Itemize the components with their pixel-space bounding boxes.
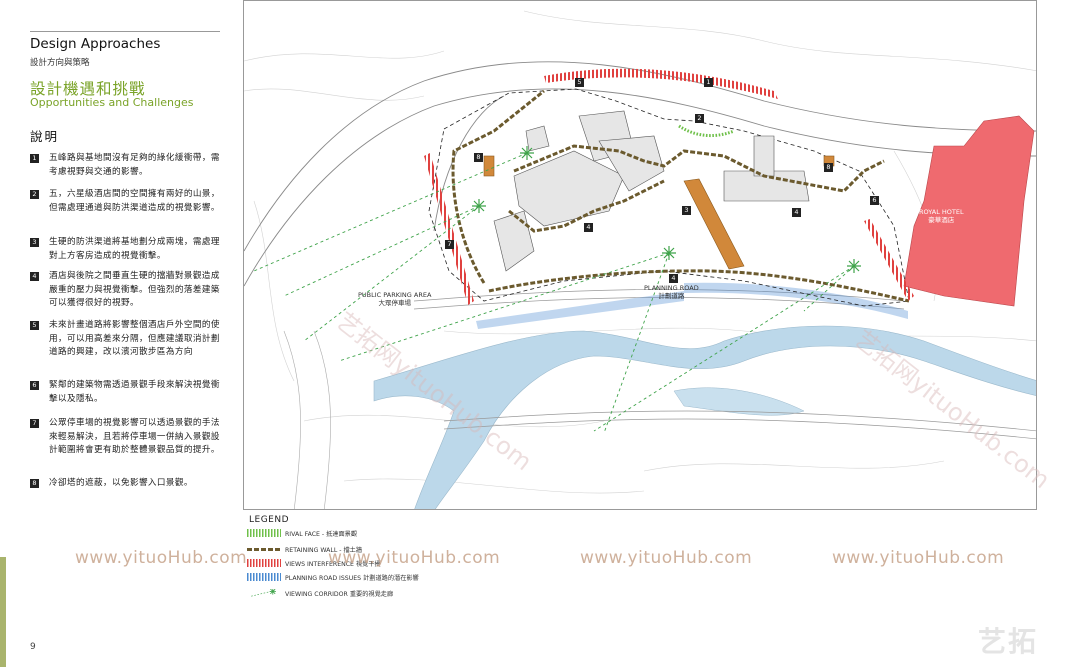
note-number: 8 <box>30 479 39 488</box>
legend-text: VIEWS INTERFERENCE 視覺干擾 <box>285 560 381 568</box>
public-parking-label-en: PUBLIC PARKING AREA <box>358 291 432 299</box>
site-plan-drawing <box>244 10 1036 509</box>
map-marker-2: 2 <box>695 114 704 123</box>
description-panel: Design Approaches 設計方向與策略 設計機遇和挑戰 Opport… <box>0 0 240 667</box>
legend-swatch-rival-face <box>247 529 281 537</box>
map-marker-4: 4 <box>792 208 801 217</box>
legend-swatch-views-interference <box>247 559 281 567</box>
legend-text: PLANNING ROAD ISSUES 計劃道路的潛在影響 <box>285 574 419 582</box>
section-title: Design Approaches <box>30 36 161 52</box>
contour-lines <box>244 10 1036 494</box>
map-marker-8: 8 <box>474 153 483 162</box>
note-number: 3 <box>30 238 39 247</box>
note-text: 緊鄰的建築物需透過景觀手段來解決視覺衝擊以及隱私。 <box>49 380 220 404</box>
opportunities-title-en: Opportunities and Challenges <box>30 96 194 109</box>
viewing-corridors <box>253 152 855 434</box>
planning-road-issue-band <box>476 282 908 329</box>
note-item: 6 緊鄰的建築物需透過景觀手段來解決視覺衝擊以及隱私。 <box>30 379 225 406</box>
legend-item: PLANNING ROAD ISSUES 計劃道路的潛在影響 <box>247 572 419 582</box>
legend-text: RIVAL FACE - 抵達面景觀 <box>285 530 358 538</box>
accent-bar <box>0 557 6 667</box>
note-number: 1 <box>30 154 39 163</box>
planning-road-label-zh: 計劃道路 <box>658 292 685 300</box>
legend-item: VIEWING CORRIDOR 重要的視覺走廊 <box>247 588 393 598</box>
map-marker-7: 7 <box>445 240 454 249</box>
royal-hotel-label-en: ROYAL HOTEL <box>919 208 964 216</box>
note-text: 酒店與後院之間垂直生硬的擋牆對景觀造成嚴重的壓力與視覺衝擊。但強烈的落差建築可以… <box>49 271 220 309</box>
site-plan-map: ROYAL HOTEL 豪華酒店 PUBLIC PARKING AREA 大眾停… <box>243 0 1037 510</box>
legend-text: RETAINING WALL - 擋土牆 <box>285 546 363 554</box>
note-text: 冷卻塔的遮蔽，以免影響入口景觀。 <box>49 478 193 488</box>
viewing-corridor-stars <box>472 146 861 273</box>
note-item: 1 五峰路與基地間沒有足夠的綠化緩衝帶，需考慮視野與交通的影響。 <box>30 152 225 179</box>
legend-item: RETAINING WALL - 擋土牆 <box>247 544 362 554</box>
public-parking-label-zh: 大眾停車場 <box>378 299 411 307</box>
rival-face-arcs <box>678 124 735 138</box>
map-marker-3: 3 <box>682 206 691 215</box>
map-marker-5: 5 <box>575 78 584 87</box>
legend-swatch-retaining-wall <box>247 547 281 551</box>
watermark-text: www.yituoHub.com <box>328 548 501 568</box>
section-subtitle: 設計方向與策略 <box>30 58 90 68</box>
watermark-logo: 艺拓 <box>978 625 1039 658</box>
map-marker-8: 8 <box>824 163 833 172</box>
note-item: 7 公眾停車場的視覺影響可以透過景觀的手法來輕易解決，且若將停車場一併納入景觀設… <box>30 417 225 458</box>
planning-road-label-en: PLANNING ROAD <box>644 284 699 292</box>
note-item: 4 酒店與後院之間垂直生硬的擋牆對景觀造成嚴重的壓力與視覺衝擊。但強烈的落差建築… <box>30 270 225 311</box>
map-marker-1: 1 <box>704 78 713 87</box>
site-boundary <box>428 88 910 307</box>
map-marker-4: 4 <box>584 223 593 232</box>
legend-item: RIVAL FACE - 抵達面景觀 <box>247 528 357 538</box>
note-text: 五，六星級酒店間的空間擁有兩好的山景，但需處理通道與防洪渠道造成的視覺影響。 <box>49 189 220 213</box>
legend-item: VIEWS INTERFERENCE 視覺干擾 <box>247 558 381 568</box>
retaining-walls <box>451 89 910 303</box>
legend-swatch-viewing-corridor <box>251 589 276 597</box>
legend-title: LEGEND <box>249 515 290 525</box>
note-number: 5 <box>30 321 39 330</box>
page-number: 9 <box>30 642 36 652</box>
note-item: 5 未來計畫道路將影響整個酒店戶外空間的使用，可以用高差來分隔，但應建議取消計劃… <box>30 319 225 360</box>
explanation-heading: 說明 <box>30 129 60 144</box>
highway <box>244 61 1036 287</box>
royal-hotel-label: ROYAL HOTEL 豪華酒店 <box>919 208 964 224</box>
map-marker-6: 6 <box>870 196 879 205</box>
public-parking-label: PUBLIC PARKING AREA 大眾停車場 <box>358 291 431 307</box>
legend-swatch-planning-road-issues <box>247 573 281 581</box>
cooling-tower-and-channel <box>483 155 835 270</box>
royal-hotel-building <box>903 115 1035 307</box>
legend: LEGEND RIVAL FACE - 抵達面景觀 RETAINING WALL… <box>247 515 607 615</box>
views-interference-zones <box>424 68 914 305</box>
note-text: 未來計畫道路將影響整個酒店戶外空間的使用，可以用高差來分隔，但應建議取消計劃道路… <box>49 320 220 358</box>
note-number: 6 <box>30 381 39 390</box>
divider <box>30 31 220 32</box>
left-road <box>283 330 331 509</box>
watermark-text: www.yituoHub.com <box>832 548 1005 568</box>
opportunities-title-zh: 設計機遇和挑戰 <box>30 80 146 98</box>
legend-text: VIEWING CORRIDOR 重要的視覺走廊 <box>285 590 394 598</box>
note-text: 生硬的防洪渠道將基地劃分成兩塊，需處理對上方客房造成的視覺衝擊。 <box>49 237 220 261</box>
note-text: 公眾停車場的視覺影響可以透過景觀的手法來輕易解決，且若將停車場一併納入景觀設計範… <box>49 418 220 456</box>
watermark-text: www.yituoHub.com <box>580 548 753 568</box>
note-number: 7 <box>30 419 39 428</box>
river <box>373 325 1036 509</box>
note-text: 五峰路與基地間沒有足夠的綠化緩衝帶，需考慮視野與交通的影響。 <box>49 153 220 177</box>
note-item: 2 五，六星級酒店間的空間擁有兩好的山景，但需處理通道與防洪渠道造成的視覺影響。 <box>30 188 225 215</box>
planning-road-label: PLANNING ROAD 計劃道路 <box>644 284 699 300</box>
note-number: 4 <box>30 272 39 281</box>
note-item: 3 生硬的防洪渠道將基地劃分成兩塊，需處理對上方客房造成的視覺衝擊。 <box>30 236 225 263</box>
buildings <box>493 110 810 272</box>
watermark-text: www.yituoHub.com <box>75 548 248 568</box>
note-item: 8 冷卻塔的遮蔽，以免影響入口景觀。 <box>30 477 225 491</box>
royal-hotel-label-zh: 豪華酒店 <box>928 216 955 224</box>
map-marker-4: 4 <box>669 274 678 283</box>
note-number: 2 <box>30 190 39 199</box>
